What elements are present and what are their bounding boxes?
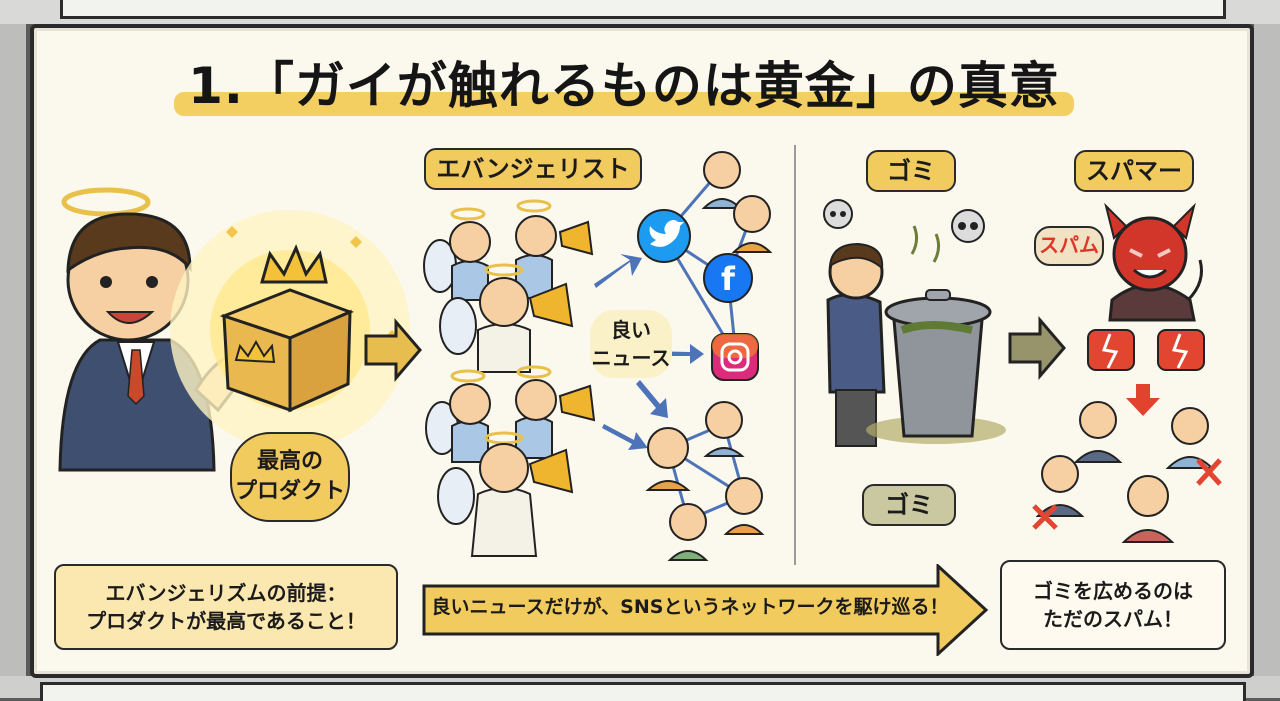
person-avatar bbox=[1073, 401, 1123, 463]
section-divider bbox=[794, 145, 796, 565]
svg-text:f: f bbox=[721, 260, 736, 298]
cross-mark-icon bbox=[1196, 458, 1222, 486]
spam-note: ゴミを広めるのは ただのスパム！ bbox=[1000, 560, 1226, 650]
broken-heart-icon bbox=[1087, 329, 1135, 371]
garbage-label: ゴミ bbox=[866, 150, 956, 192]
angel-group bbox=[423, 199, 596, 557]
upper-frame bbox=[60, 0, 1226, 19]
twitter-icon bbox=[637, 209, 691, 263]
person-avatar bbox=[1165, 407, 1215, 469]
trash-can bbox=[866, 289, 1006, 444]
skull-icon bbox=[951, 209, 985, 243]
person-avatar bbox=[1035, 455, 1085, 517]
person-avatar bbox=[731, 195, 773, 253]
premise-note: エバンジェリズムの前提： プロダクトが最高であること！ bbox=[54, 564, 398, 650]
best-product-label: 最高の プロダクト bbox=[230, 432, 350, 522]
skull-icon bbox=[823, 199, 853, 229]
person-avatar bbox=[1121, 475, 1175, 543]
title-highlight bbox=[174, 92, 1074, 116]
angel-figure bbox=[439, 263, 574, 373]
person-avatar bbox=[701, 151, 743, 209]
flow-arrow-banner: 良いニュースだけが、SNSというネットワークを駆け巡る！ bbox=[420, 564, 990, 656]
sad-man bbox=[826, 242, 886, 447]
angel-figure bbox=[437, 431, 574, 557]
flow-note: 良いニュースだけが、SNSというネットワークを駆け巡る！ bbox=[431, 596, 949, 618]
person-avatar bbox=[667, 503, 709, 561]
wall-right bbox=[1254, 24, 1280, 676]
evangelist-label: エバンジェリスト bbox=[424, 148, 642, 190]
angel-figure bbox=[515, 365, 596, 459]
wall-left bbox=[0, 24, 26, 676]
angel-figure bbox=[425, 369, 491, 463]
cross-mark-icon bbox=[1032, 504, 1058, 530]
angry-people bbox=[1032, 401, 1222, 543]
businessman-illustration bbox=[58, 187, 257, 472]
instagram-icon bbox=[711, 333, 759, 381]
arrow-down-to-people bbox=[1126, 384, 1160, 416]
arrow-to-evangelists bbox=[364, 317, 422, 383]
golden-product-box bbox=[170, 210, 410, 450]
wall-top bbox=[0, 0, 1280, 24]
facebook-icon: f bbox=[703, 253, 753, 303]
spammer-label: スパマー bbox=[1074, 150, 1194, 192]
wall-bottom bbox=[0, 676, 1280, 701]
spam-speech-bubble: スパム bbox=[1034, 226, 1104, 266]
person-avatar bbox=[703, 401, 745, 457]
garbage-bottom-label: ゴミ bbox=[862, 484, 956, 526]
title-area: 1.「ガイが触れるものは黄金」の真意 bbox=[144, 44, 1104, 124]
angel-figure bbox=[515, 199, 594, 299]
lower-frame bbox=[40, 682, 1246, 701]
devil-illustration bbox=[1104, 202, 1203, 322]
arrow-to-spammer bbox=[1008, 315, 1066, 381]
person-avatar bbox=[645, 427, 691, 491]
broken-heart-icon bbox=[1157, 329, 1205, 371]
garbage-illustration bbox=[823, 199, 1006, 447]
network-people bbox=[645, 151, 773, 561]
person-avatar bbox=[723, 477, 765, 535]
good-news-label: 良い ニュース bbox=[590, 310, 672, 378]
page-title: 1.「ガイが触れるものは黄金」の真意 bbox=[188, 57, 1060, 115]
angel-figure bbox=[423, 207, 491, 301]
